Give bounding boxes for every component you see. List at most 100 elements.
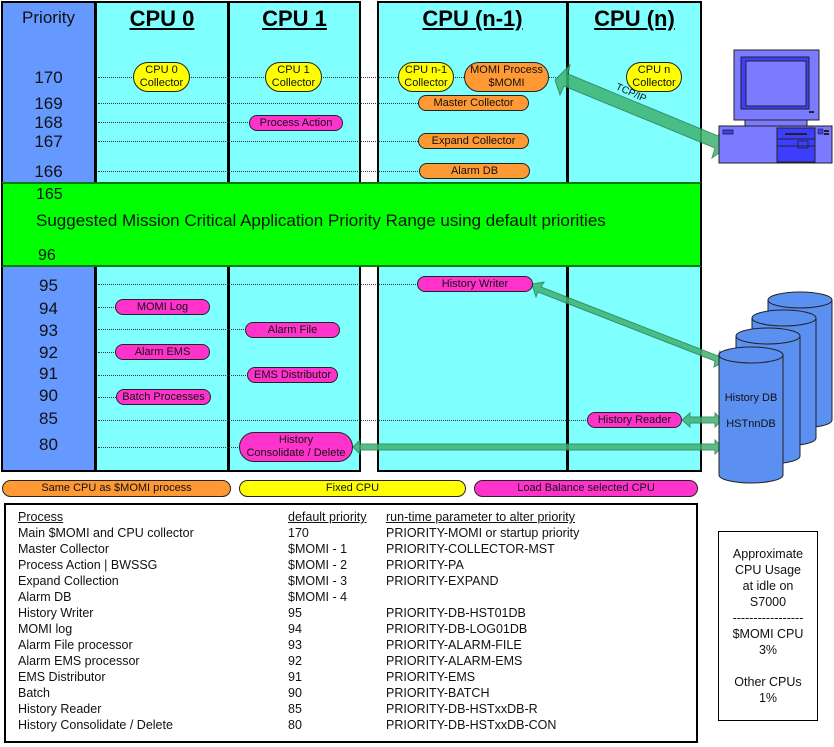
table-cell-parameter: PRIORITY-DB-HSTxxDB-CON — [386, 718, 557, 732]
table-cell-parameter: PRIORITY-DB-HSTxxDB-R — [386, 702, 538, 716]
usage-momi-value: 3% — [758, 643, 778, 657]
table-cell-parameter: PRIORITY-EMS — [386, 670, 476, 684]
cpu1-header: CPU 1 — [262, 6, 327, 31]
cpu-n-minus-1-header: CPU (n-1) — [422, 6, 523, 31]
pill-line1: CPU 1 — [277, 64, 310, 76]
priority-label-94: 94 — [39, 299, 58, 318]
usage-title-line: at idle on — [742, 579, 794, 593]
usage-separator: ----------------- — [732, 611, 804, 625]
process-alarm-db[interactable]: Alarm DB — [419, 163, 530, 179]
priority-label-93: 93 — [39, 321, 58, 340]
priority-header: Priority — [22, 8, 75, 27]
process-history-reader[interactable]: History Reader — [587, 412, 682, 428]
table-cell-priority: 90 — [288, 686, 302, 700]
table-cell-priority: 80 — [288, 718, 302, 732]
table-cell-priority: 95 — [288, 606, 302, 620]
database-icon — [718, 291, 833, 484]
pill-line1: MOMI Process — [470, 64, 543, 76]
band-top-priority: 165 — [36, 186, 63, 203]
legend-same-cpu: Same CPU as $MOMI process — [2, 480, 231, 497]
process-alarm-ems[interactable]: Alarm EMS — [115, 344, 210, 360]
band-label: Suggested Mission Critical Application P… — [36, 211, 606, 230]
priority-line-90 — [98, 397, 118, 398]
priority-label-169: 169 — [34, 94, 63, 113]
table-cell-process: Alarm DB — [18, 590, 72, 604]
process-momi-log[interactable]: MOMI Log — [115, 299, 210, 315]
pill-line2: Consolidate / Delete — [246, 447, 346, 459]
priority-label-85: 85 — [39, 409, 58, 428]
cpu-n-header: CPU (n) — [594, 6, 675, 31]
table-cell-priority: 93 — [288, 638, 302, 652]
pill-line2: Collector — [404, 77, 448, 89]
priority-line-168 — [98, 122, 250, 123]
usage-title-line: Approximate — [732, 547, 804, 561]
usage-momi-label: $MOMI CPU — [732, 627, 804, 641]
table-cell-parameter: PRIORITY-MOMI or startup priority — [386, 526, 580, 540]
priority-table: Process default priority run-time parame… — [4, 503, 698, 743]
table-cell-parameter: PRIORITY-ALARM-EMS — [386, 654, 523, 668]
table-cell-priority: $MOMI - 3 — [288, 574, 348, 588]
pill-line2: Collector — [632, 77, 676, 89]
process-alarm-file[interactable]: Alarm File — [245, 322, 340, 338]
priority-label-166: 166 — [34, 162, 63, 181]
table-cell-parameter: PRIORITY-DB-HST01DB — [386, 606, 526, 620]
priority-label-167: 167 — [34, 132, 63, 151]
table-cell-priority: 92 — [288, 654, 302, 668]
priority-line-167 — [98, 141, 418, 142]
process-ems-distributor[interactable]: EMS Distributor — [247, 367, 338, 383]
table-cell-process: Expand Collection — [18, 574, 119, 588]
priority-label-80: 80 — [39, 435, 58, 454]
priority-line-95 — [98, 284, 418, 285]
band-bottom-priority: 96 — [38, 247, 56, 264]
table-cell-process: Process Action | BWSSG — [18, 558, 158, 572]
table-cell-process: Main $MOMI and CPU collector — [18, 526, 194, 540]
table-cell-priority: 91 — [288, 670, 302, 684]
legend-fixed-cpu: Fixed CPU — [239, 480, 466, 497]
table-cell-process: History Consolidate / Delete — [18, 718, 173, 732]
process-batch-processes[interactable]: Batch Processes — [116, 389, 211, 405]
process-momi[interactable]: MOMI Process$MOMI — [464, 62, 549, 92]
table-cell-parameter: PRIORITY-EXPAND — [386, 574, 499, 588]
mission-critical-band — [1, 182, 702, 267]
priority-line-169 — [98, 103, 418, 104]
usage-other-value: 1% — [758, 691, 778, 705]
priority-line-166 — [98, 171, 418, 172]
table-cell-process: EMS Distributor — [18, 670, 106, 684]
table-cell-parameter: PRIORITY-DB-LOG01DB — [386, 622, 528, 636]
process-history-writer[interactable]: History Writer — [417, 276, 533, 292]
table-cell-process: History Reader — [18, 702, 102, 716]
priority-line-80 — [98, 447, 240, 448]
table-cell-parameter: PRIORITY-BATCH — [386, 686, 490, 700]
pill-line2: Collector — [139, 77, 184, 89]
database-label: History DB — [724, 392, 778, 404]
process-process-action[interactable]: Process Action — [249, 115, 343, 131]
computer-icon — [718, 49, 833, 164]
table-cell-process: Alarm EMS processor — [18, 654, 140, 668]
usage-title-line: S7000 — [749, 595, 787, 609]
cpu-usage-box: Approximate CPU Usage at idle on S7000 -… — [718, 531, 818, 721]
table-cell-priority: $MOMI - 1 — [288, 542, 348, 556]
pill-line1: CPU n — [637, 64, 671, 76]
priority-label-95: 95 — [39, 276, 58, 295]
priority-line-170 — [98, 77, 558, 78]
table-cell-priority: $MOMI - 2 — [288, 558, 348, 572]
pill-line1: CPU 0 — [145, 64, 178, 76]
priority-line-85 — [98, 420, 588, 421]
usage-title-line: CPU Usage — [735, 563, 801, 577]
pill-line2: $MOMI — [488, 77, 525, 89]
usage-other-label: Other CPUs — [734, 675, 802, 689]
table-cell-process: Master Collector — [18, 542, 109, 556]
pill-line1: History — [278, 434, 314, 446]
priority-label-91: 91 — [39, 364, 58, 383]
priority-line-91 — [98, 375, 248, 376]
priority-label-92: 92 — [39, 343, 58, 362]
process-expand-collector[interactable]: Expand Collector — [418, 133, 529, 149]
process-master-collector[interactable]: Master Collector — [418, 95, 529, 111]
pill-line2: Collector — [271, 77, 316, 89]
table-header-default-priority: default priority — [288, 510, 367, 524]
